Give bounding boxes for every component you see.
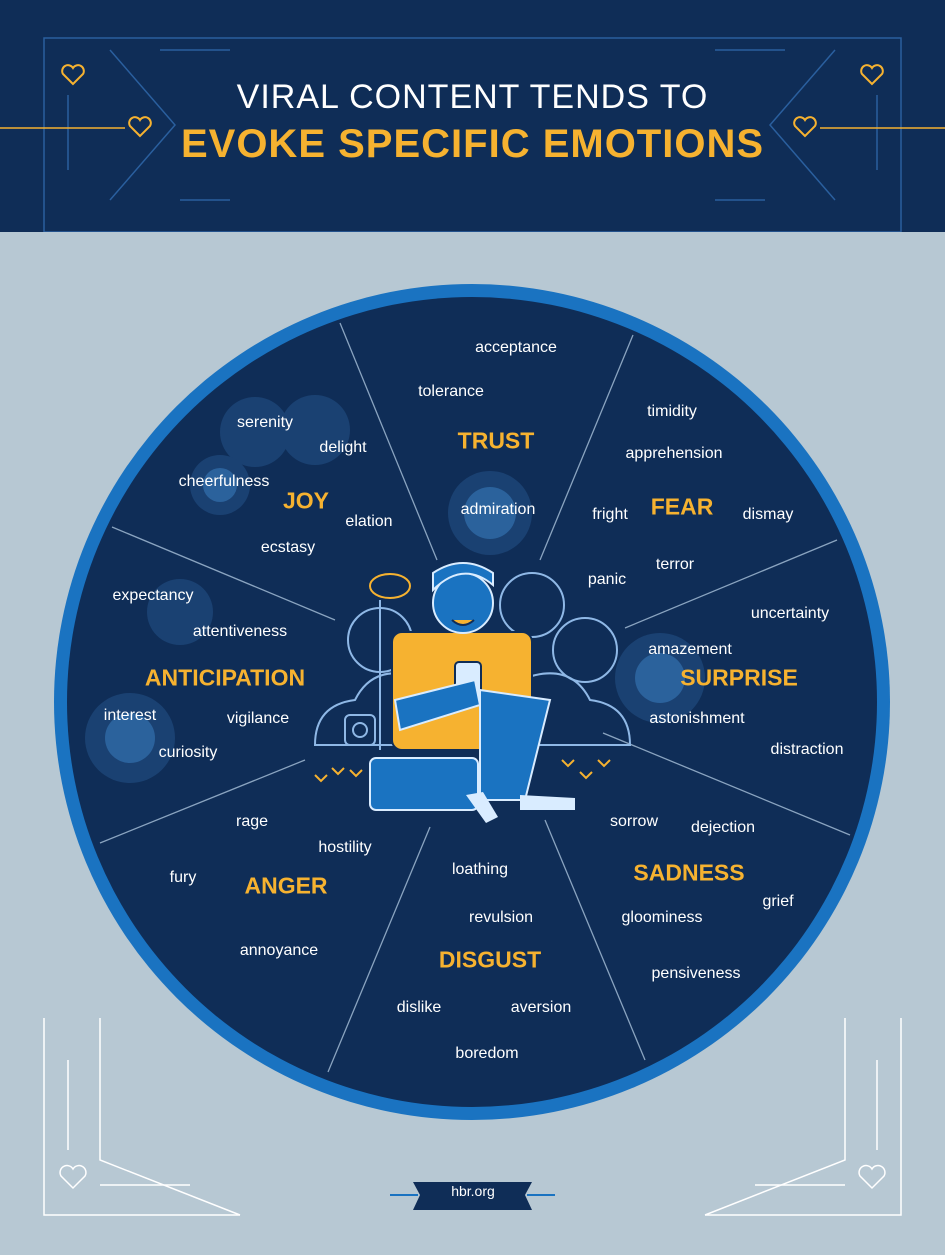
word: timidity (647, 403, 697, 420)
emotion-fear: FEAR (650, 493, 714, 520)
word: gloominess (621, 909, 703, 926)
word: amazement (648, 641, 732, 658)
word: vigilance (226, 710, 290, 727)
word: fury (169, 869, 197, 886)
heart-icon (59, 1164, 87, 1190)
word: boredom (455, 1045, 519, 1062)
footer-label: hbr.org (451, 1183, 495, 1199)
word: interest (103, 707, 157, 724)
word: rage (235, 813, 269, 830)
word: cheerfulness (178, 473, 270, 490)
word: annoyance (239, 942, 319, 959)
word: dislike (396, 999, 442, 1016)
word: tolerance (418, 383, 484, 400)
word: serenity (236, 414, 294, 431)
word: hostility (318, 839, 372, 856)
word: grief (762, 893, 794, 910)
word: aversion (510, 999, 572, 1016)
heart-icon (860, 64, 884, 86)
person-illustration (313, 562, 632, 823)
emotion-disgust: DISGUST (438, 946, 542, 973)
word: loathing (451, 861, 509, 878)
word: delight (319, 439, 367, 456)
word: apprehension (625, 445, 723, 462)
word: dejection (690, 819, 756, 836)
emotion-anger: ANGER (244, 872, 328, 899)
word: pensiveness (651, 965, 741, 982)
word: elation (345, 513, 393, 530)
word: astonishment (649, 710, 745, 727)
word: admiration (460, 501, 536, 518)
word: terror (655, 556, 695, 573)
word: curiosity (158, 744, 218, 761)
emotion-trust: TRUST (457, 427, 535, 454)
word: panic (587, 571, 627, 588)
word: attentiveness (192, 623, 288, 640)
header-banner: VIRAL CONTENT TENDS TO EVOKE SPECIFIC EM… (0, 0, 945, 232)
heart-icon (61, 64, 85, 86)
word: acceptance (475, 339, 557, 356)
word: distraction (770, 741, 844, 758)
word: dismay (742, 506, 794, 523)
emotion-surprise: SURPRISE (680, 664, 798, 691)
heart-icon (793, 116, 817, 138)
word: fright (592, 506, 628, 523)
heart-icon (128, 116, 152, 138)
word: revulsion (468, 909, 534, 926)
emotion-anticipation: ANTICIPATION (144, 664, 306, 691)
title-line-2: EVOKE SPECIFIC EMOTIONS (180, 122, 765, 166)
emotion-joy: JOY (282, 487, 330, 514)
word: uncertainty (750, 605, 830, 622)
word: sorrow (609, 813, 659, 830)
heart-icon (858, 1164, 886, 1190)
word: ecstasy (260, 539, 316, 556)
header-ornament (0, 37, 945, 232)
word: expectancy (112, 587, 194, 604)
footer-badge (413, 1182, 532, 1210)
title-line-1: VIRAL CONTENT TENDS TO (236, 78, 709, 116)
emotion-sadness: SADNESS (633, 859, 745, 886)
